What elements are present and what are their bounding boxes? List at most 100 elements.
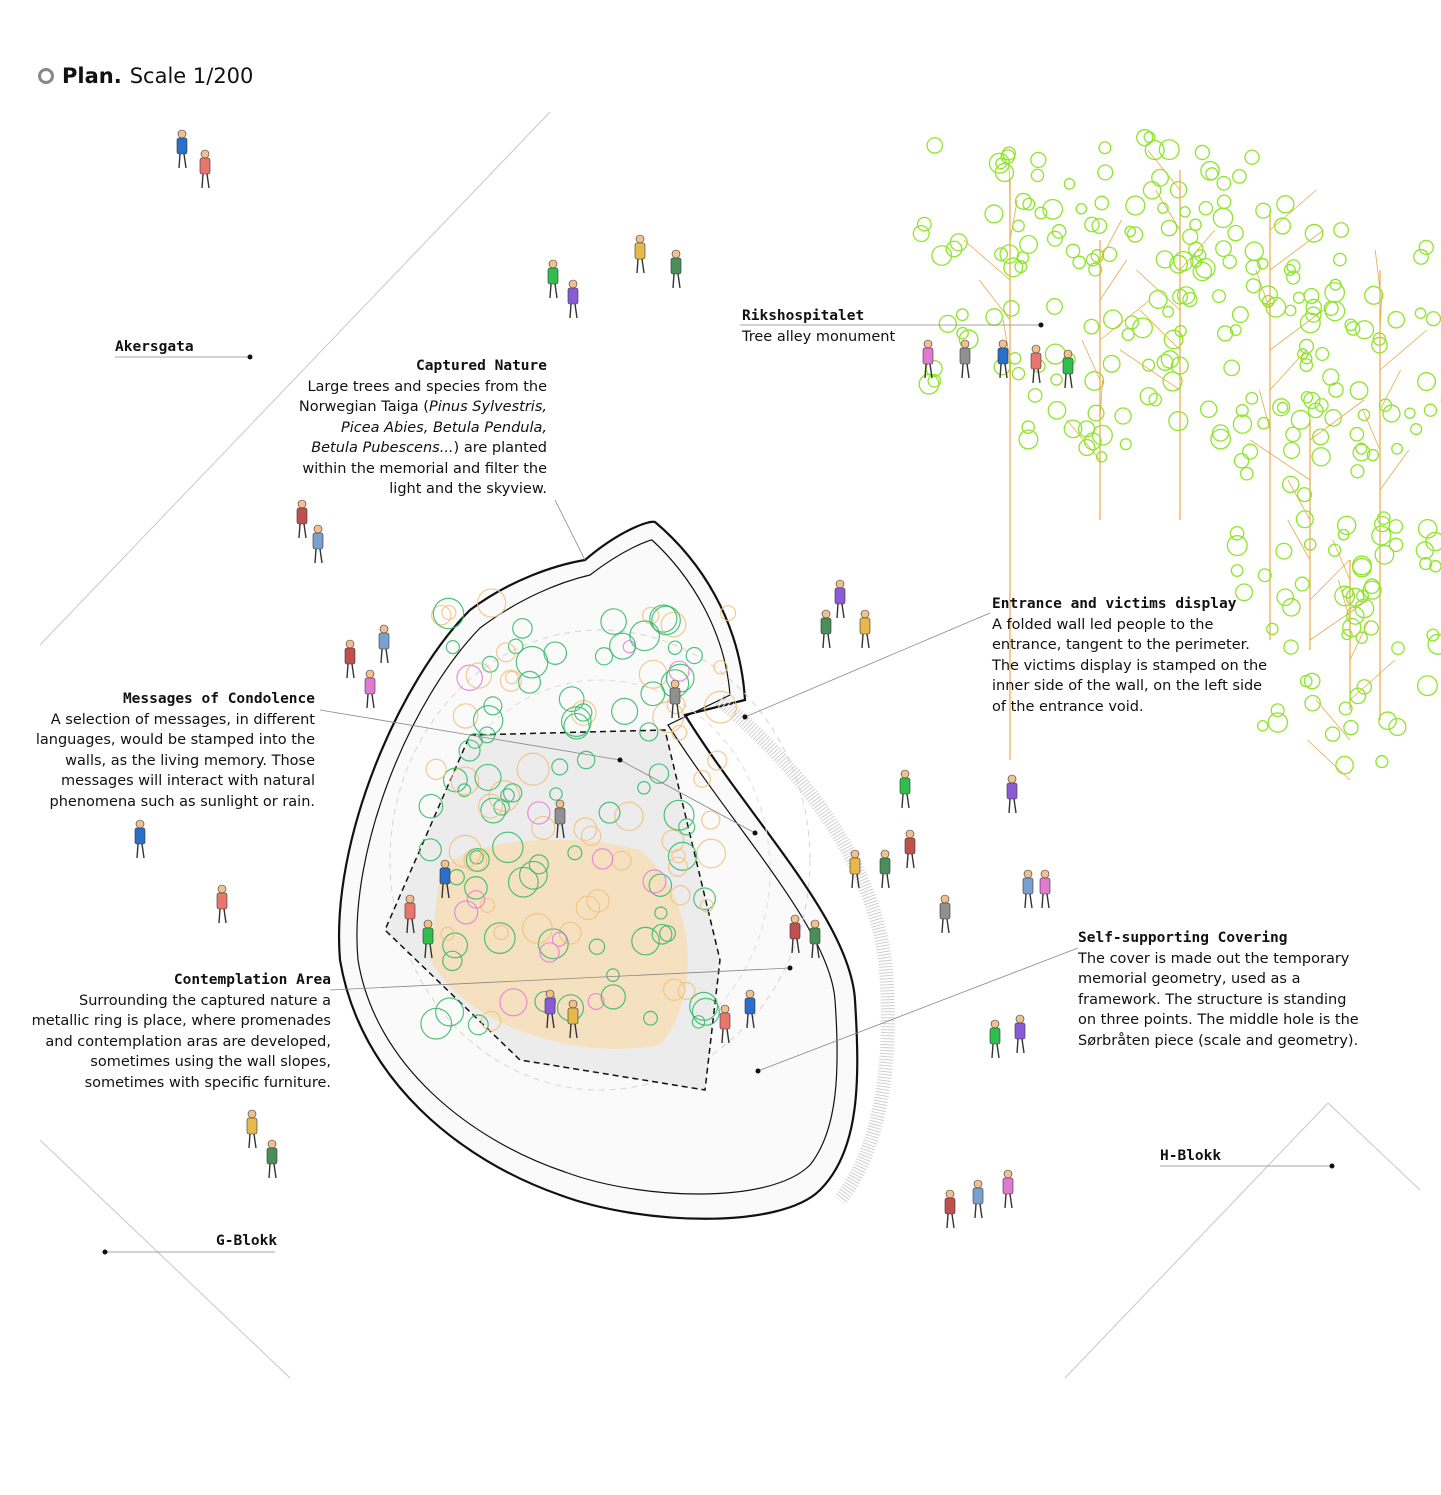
captured-nature-line: Picea Abies, Betula Pendula, [270, 418, 547, 439]
canopy-leaf-cluster [639, 722, 659, 742]
canopy-leaf-cluster [551, 931, 567, 947]
place-g-blokk: G-Blokk [216, 1233, 278, 1249]
messages-heading: Messages of Condolence [122, 691, 315, 707]
canopy-leaf-cluster [701, 810, 721, 830]
canopy-leaf-cluster [442, 950, 463, 972]
canopy-leaf-cluster [518, 670, 542, 694]
covering-line: framework. The structure is standing [1078, 991, 1347, 1008]
canopy-leaf-cluster [480, 1010, 502, 1032]
entrance-line: The victims display is stamped on the [992, 657, 1268, 674]
place-rikshospitalet: Rikshospitalet Tree alley monument [742, 306, 895, 347]
canopy-leaf-cluster [696, 838, 727, 869]
canopy-leaf-cluster [465, 662, 493, 689]
annotation-covering: Self-supporting Covering The cover is ma… [1078, 928, 1388, 1051]
canopy-leaf-cluster [456, 664, 483, 692]
person-figure [199, 149, 211, 189]
canopy-leaf-cluster [504, 670, 519, 685]
person-figure [567, 999, 579, 1039]
canopy-leaf-cluster [671, 724, 688, 741]
captured-nature-species: Betula Pubescens... [311, 440, 454, 456]
person-figure [1062, 349, 1074, 389]
canopy-leaf-cluster [558, 686, 585, 713]
canopy-leaf-cluster [649, 604, 678, 633]
annotation-entrance: Entrance and victims display A folded wa… [992, 594, 1292, 717]
canopy-leaf-cluster [464, 876, 488, 900]
person-figure [634, 234, 646, 274]
canopy-leaf-cluster [528, 854, 549, 875]
canopy-leaf-cluster [512, 618, 533, 639]
person-figure [1014, 1014, 1026, 1054]
canopy-leaf-cluster [651, 605, 681, 636]
covering-line: on three points. The middle hole is the [1078, 1012, 1359, 1028]
rikshospitalet-heading: Rikshospitalet [742, 308, 865, 324]
canopy-leaf-cluster [445, 639, 460, 655]
canopy-leaf-cluster [488, 780, 521, 812]
canopy-leaf-cluster [594, 647, 614, 666]
alley-tree [1281, 222, 1441, 720]
canopy-leaf-cluster [689, 991, 719, 1021]
canopy-leaf-cluster [551, 758, 569, 776]
messages-line: languages, would be stamped into the [35, 732, 315, 748]
canopy-leaf-cluster [477, 793, 504, 819]
canopy-leaf-cluster [588, 938, 606, 955]
covering-line: memorial geometry, used as a [1078, 971, 1301, 987]
person-figure [939, 894, 951, 934]
canopy-leaf-cluster [667, 841, 698, 871]
captured-nature-line: light and the skyview. [389, 481, 547, 497]
messages-line: phenomena such as sunlight or rain. [49, 793, 315, 810]
canopy-leaf-cluster [609, 632, 637, 660]
person-figure [422, 919, 434, 959]
canopy-leaf-cluster [476, 588, 507, 618]
canopy-leaf-cluster [614, 801, 644, 831]
messages-line: A selection of messages, in different [50, 711, 315, 728]
canopy-leaf-cluster [699, 898, 714, 913]
messages-line: walls, as the living memory. Those [65, 752, 315, 769]
person-figure [997, 339, 1009, 379]
person-figure [134, 819, 146, 859]
contemplation-line: sometimes using the wall slopes, [90, 1054, 331, 1070]
canopy-leaf-cluster [435, 997, 465, 1027]
canopy-leaf-cluster [587, 992, 605, 1010]
person-figure [904, 829, 916, 869]
person-figure [216, 884, 228, 924]
person-figure [820, 609, 832, 649]
covering-line: Sørbråten piece (scale and geometry). [1078, 1032, 1359, 1049]
canopy-leaf-cluster [677, 981, 696, 1000]
captured-nature-line: Betula Pubescens...) are planted [270, 438, 547, 459]
canopy-leaf-cluster [441, 604, 457, 621]
canopy-leaf-cluster [516, 752, 550, 786]
person-figure [744, 989, 756, 1029]
canopy-leaf-cluster [558, 921, 582, 945]
person-figure [176, 129, 188, 169]
annotation-messages-of-condolence: Messages of Condolence A selection of me… [20, 689, 315, 812]
canopy-leaf-cluster [637, 781, 651, 795]
alley-tree [1083, 129, 1278, 520]
tree-alley [912, 129, 1441, 781]
canopy-leaf-cluster [480, 797, 507, 824]
entrance-heading: Entrance and victims display [992, 596, 1237, 612]
canopy-leaf-cluster [707, 750, 728, 771]
canopy-leaf-cluster [575, 895, 601, 921]
canopy-leaf-cluster [654, 906, 668, 920]
canopy-leaf-cluster [580, 825, 602, 847]
canopy-leaf-cluster [567, 845, 583, 861]
person-figure [544, 989, 556, 1029]
person-figure [834, 579, 846, 619]
person-figure [404, 894, 416, 934]
canopy-leaf-cluster [448, 834, 482, 868]
canopy-leaf-cluster [586, 889, 610, 913]
canopy-leaf-cluster [693, 887, 716, 911]
canopy-leaf-cluster [648, 873, 673, 897]
canopy-leaf-cluster [598, 801, 621, 824]
alley-tree [1210, 390, 1403, 650]
person-figure [809, 919, 821, 959]
canopy-leaf-cluster [543, 641, 568, 665]
canopy-leaf-cluster [483, 696, 503, 716]
person-figure [899, 769, 911, 809]
person-figure [1030, 344, 1042, 384]
person-figure [1022, 869, 1034, 909]
contemplation-line: metallic ring is place, where promenades [31, 1013, 331, 1029]
canopy-leaf-cluster [493, 924, 509, 941]
canopy-leaf-cluster [537, 928, 569, 960]
